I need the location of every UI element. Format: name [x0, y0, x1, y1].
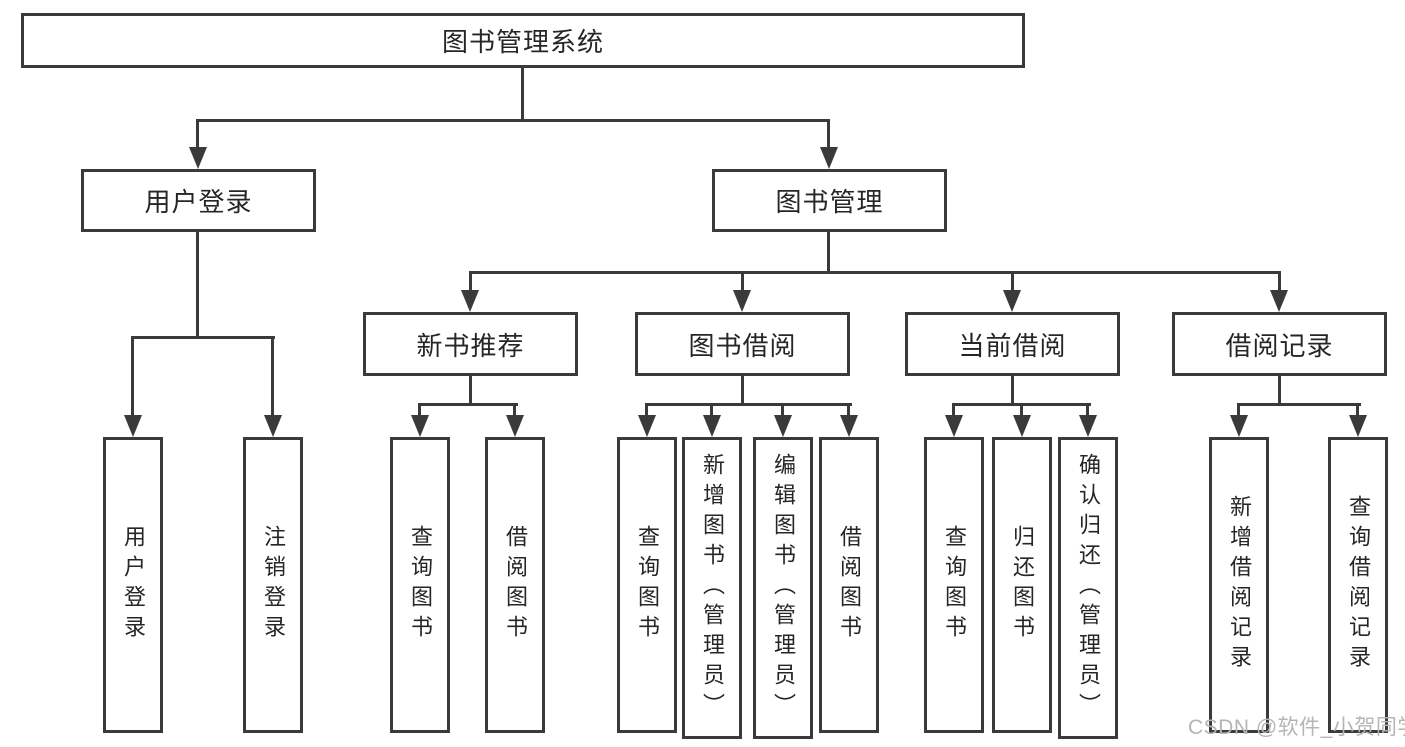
arrow-down-icon [506, 415, 524, 437]
leaf-logout: 注销登录 [243, 437, 303, 733]
connector [196, 232, 199, 337]
arrow-down-icon [638, 415, 656, 437]
connector [827, 119, 830, 151]
node-label: 新书推荐 [416, 330, 525, 361]
node-label: 查询图书 [635, 525, 660, 645]
arrow-down-icon [774, 415, 792, 437]
connector [196, 119, 199, 151]
leaf-confirm-return-admin: 确认归还（管理员） [1058, 437, 1118, 739]
node-label: 查询借阅记录 [1346, 495, 1371, 675]
arrow-down-icon [1013, 415, 1031, 437]
leaf-query-books: 查询图书 [390, 437, 450, 733]
node-new-book-recommendation: 新书推荐 [363, 312, 578, 376]
arrow-down-icon [840, 415, 858, 437]
node-label: 用户登录 [121, 525, 146, 645]
connector [952, 403, 955, 417]
connector [271, 336, 274, 420]
arrow-down-icon [703, 415, 721, 437]
node-label: 借阅记录 [1225, 330, 1334, 361]
arrow-down-icon [820, 147, 838, 169]
csdn-watermark: CSDN @软件_小贺同学 [1188, 716, 1405, 739]
node-label: 编辑图书（管理员） [771, 453, 796, 723]
leaf-query-borrow-record: 查询借阅记录 [1328, 437, 1388, 733]
arrow-down-icon [1349, 415, 1367, 437]
node-label: 查询图书 [408, 525, 433, 645]
connector [521, 68, 524, 122]
connector [645, 403, 852, 406]
node-book-borrowing: 图书借阅 [635, 312, 850, 376]
leaf-add-borrow-record: 新增借阅记录 [1209, 437, 1269, 733]
connector [645, 403, 648, 417]
leaf-query-books: 查询图书 [617, 437, 677, 733]
leaf-add-books-admin: 新增图书（管理员） [682, 437, 742, 739]
node-label: 图书管理 [775, 187, 884, 217]
connector [741, 376, 744, 406]
node-label: 确认归还（管理员） [1076, 453, 1101, 723]
node-label: 归还图书 [1010, 525, 1035, 645]
arrow-down-icon [264, 415, 282, 437]
connector [741, 271, 744, 295]
connector [1356, 403, 1359, 417]
leaf-borrow-books: 借阅图书 [819, 437, 879, 733]
connector [1237, 403, 1361, 406]
node-label: 当前借阅 [958, 330, 1067, 361]
node-label: 借阅图书 [837, 525, 862, 645]
node-book-management: 图书管理 [712, 169, 947, 232]
node-label: 查询图书 [942, 525, 967, 645]
node-label: 用户登录 [144, 187, 253, 217]
connector [1278, 376, 1281, 406]
connector [469, 271, 472, 295]
node-label: 借阅图书 [503, 525, 528, 645]
node-current-borrowing: 当前借阅 [905, 312, 1120, 376]
connector [131, 336, 134, 420]
connector [1011, 271, 1014, 295]
arrow-down-icon [733, 290, 751, 312]
connector [1237, 403, 1240, 417]
connector [1011, 376, 1014, 406]
arrow-down-icon [1270, 290, 1288, 312]
leaf-borrow-books: 借阅图书 [485, 437, 545, 733]
node-label: 新增图书（管理员） [700, 453, 725, 723]
connector [131, 336, 275, 339]
connector [469, 376, 472, 406]
leaf-query-books: 查询图书 [924, 437, 984, 733]
leaf-return-books: 归还图书 [992, 437, 1052, 733]
connector [781, 403, 784, 417]
arrow-down-icon [1230, 415, 1248, 437]
leaf-user-login: 用户登录 [103, 437, 163, 733]
connector [827, 232, 830, 274]
arrow-down-icon [189, 147, 207, 169]
connector [710, 403, 713, 417]
node-user-login: 用户登录 [81, 169, 316, 232]
connector [1086, 403, 1089, 417]
node-label: 新增借阅记录 [1227, 495, 1252, 675]
node-borrowing-records: 借阅记录 [1172, 312, 1387, 376]
arrow-down-icon [411, 415, 429, 437]
connector [513, 403, 516, 417]
arrow-down-icon [1079, 415, 1097, 437]
connector [1278, 271, 1281, 295]
node-library-management-system: 图书管理系统 [21, 13, 1025, 68]
connector [847, 403, 850, 417]
arrow-down-icon [1003, 290, 1021, 312]
arrow-down-icon [124, 415, 142, 437]
arrow-down-icon [461, 290, 479, 312]
node-label: 图书借阅 [688, 330, 797, 361]
arrow-down-icon [945, 415, 963, 437]
connector [418, 403, 421, 417]
connector [469, 271, 1281, 274]
node-label: 注销登录 [261, 525, 286, 645]
connector [418, 403, 518, 406]
connector [1020, 403, 1023, 417]
connector [196, 119, 830, 122]
leaf-edit-books-admin: 编辑图书（管理员） [753, 437, 813, 739]
node-label: 图书管理系统 [441, 27, 604, 57]
